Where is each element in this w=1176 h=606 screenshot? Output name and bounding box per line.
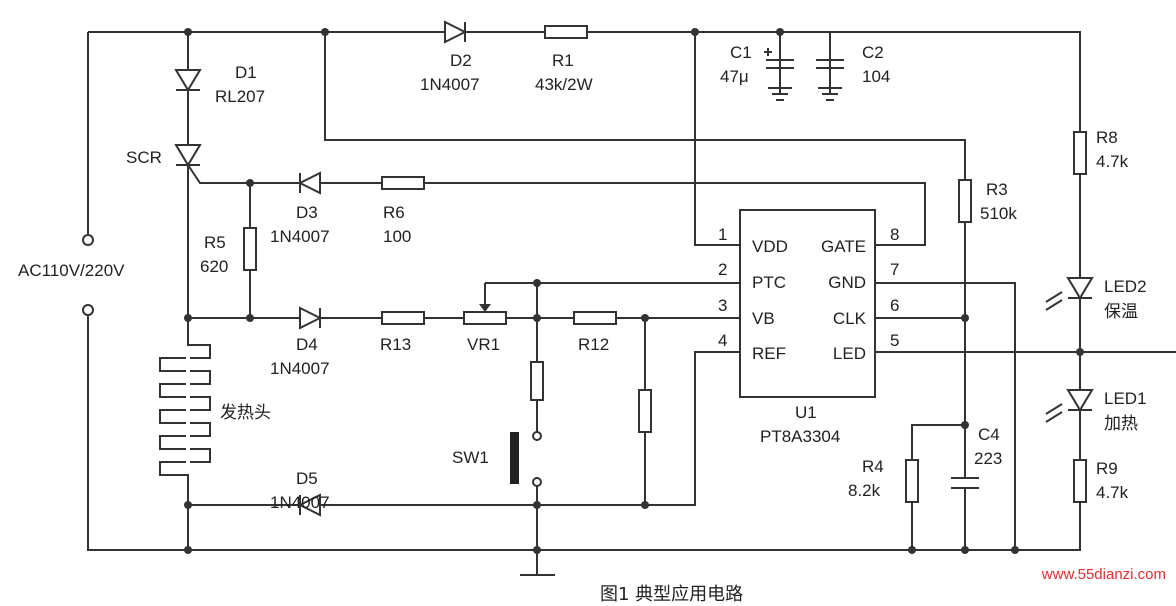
pin-label: CLK (833, 309, 867, 328)
led1 (1045, 389, 1094, 423)
r4-label: R4 (862, 457, 884, 476)
resistor-r12 (573, 311, 617, 325)
led1-value: 加热 (1104, 414, 1138, 434)
d5-label: D5 (296, 469, 318, 488)
diode-d1 (174, 69, 202, 92)
resistor-r8 (1073, 131, 1087, 175)
r6-label: R6 (383, 203, 405, 222)
r9-value: 4.7k (1096, 483, 1129, 502)
c1-label: C1 (730, 43, 752, 62)
pin-number: 6 (890, 296, 899, 315)
d3-value: 1N4007 (270, 227, 330, 246)
r4-value: 8.2k (848, 481, 881, 500)
pin-label: PTC (752, 273, 786, 292)
vr1-wiper-arrow (479, 304, 491, 312)
pin-number: 1 (718, 225, 727, 244)
vr1-label: VR1 (467, 335, 500, 354)
pin-number: 7 (890, 260, 899, 279)
diode-d2 (444, 20, 468, 44)
u1-label: U1 (795, 403, 817, 422)
d1-value: RL207 (215, 87, 265, 106)
d2-label: D2 (450, 51, 472, 70)
led2-value: 保温 (1104, 302, 1138, 322)
capacitor-c2 (816, 59, 844, 101)
pin-label: VDD (752, 237, 788, 256)
c2-label: C2 (862, 43, 884, 62)
led1-label: LED1 (1104, 389, 1147, 408)
r1-label: R1 (552, 51, 574, 70)
resistor-r5 (243, 227, 257, 271)
resistor-r13 (381, 311, 425, 325)
resistor-ref (638, 389, 652, 433)
wires (87, 31, 1176, 576)
pin-number: 5 (890, 331, 899, 350)
heater-element (159, 344, 211, 476)
sw1-label: SW1 (452, 448, 489, 467)
d5-value: 1N4007 (270, 493, 330, 512)
pin-number: 8 (890, 225, 899, 244)
pin-label: LED (833, 344, 866, 363)
pin-label: GATE (821, 237, 866, 256)
r6-value: 100 (383, 227, 411, 246)
r9-label: R9 (1096, 459, 1118, 478)
switch-sw1 (510, 431, 543, 487)
potentiometer-vr1 (463, 311, 507, 325)
circuit-schematic: AC110V/220V D1 RL207 SCR D2 1N4007 R1 43… (18, 20, 1176, 576)
c4-value: 223 (974, 449, 1002, 468)
r5-label: R5 (204, 233, 226, 252)
resistor-r6 (381, 176, 425, 190)
r5-value: 620 (200, 257, 228, 276)
r1-value: 43k/2W (535, 75, 593, 94)
ac-terminals (82, 234, 94, 316)
pin-number: 3 (718, 296, 727, 315)
pin-number: 4 (718, 331, 727, 350)
figure-caption: 图1 典型应用电路 (600, 584, 744, 605)
capacitor-c4 (950, 477, 980, 489)
pin-label: VB (752, 309, 775, 328)
supply-label: AC110V/220V (18, 261, 125, 280)
resistor-r4 (905, 459, 919, 503)
r12-label: R12 (578, 335, 609, 354)
heater-label: 发热头 (220, 403, 271, 423)
c2-value: 104 (862, 67, 890, 86)
c4-label: C4 (978, 425, 1000, 444)
diode-d4 (299, 306, 323, 330)
capacitor-c1 (764, 48, 794, 101)
d4-value: 1N4007 (270, 359, 330, 378)
resistor-r1 (544, 25, 588, 39)
d2-value: 1N4007 (420, 75, 480, 94)
diode-d5 (297, 493, 321, 517)
led2 (1045, 277, 1094, 311)
pin-number: 2 (718, 260, 727, 279)
r8-value: 4.7k (1096, 152, 1129, 171)
resistor-r9 (1073, 459, 1087, 503)
d4-label: D4 (296, 335, 318, 354)
r3-label: R3 (986, 180, 1008, 199)
ic-left-pins: 1 VDD 2 PTC 3 VB 4 REF (718, 225, 788, 363)
watermark: www.55dianzi.com (1041, 566, 1166, 583)
scr-label: SCR (126, 148, 162, 167)
resistor-sw1-series (530, 361, 544, 401)
c1-value: 47μ (720, 67, 749, 86)
scr-thyristor (174, 144, 202, 167)
junctions (184, 28, 1084, 554)
r3-value: 510k (980, 204, 1017, 223)
led2-label: LED2 (1104, 277, 1147, 296)
resistor-r3 (958, 179, 972, 223)
pin-label: REF (752, 344, 786, 363)
diode-d3 (297, 171, 321, 195)
u1-value: PT8A3304 (760, 427, 840, 446)
ic-u1 (739, 209, 876, 398)
ic-right-pins: 8 GATE 7 GND 6 CLK 5 LED (821, 225, 900, 363)
pin-label: GND (828, 273, 866, 292)
d1-label: D1 (235, 63, 257, 82)
d3-label: D3 (296, 203, 318, 222)
r8-label: R8 (1096, 128, 1118, 147)
r13-label: R13 (380, 335, 411, 354)
